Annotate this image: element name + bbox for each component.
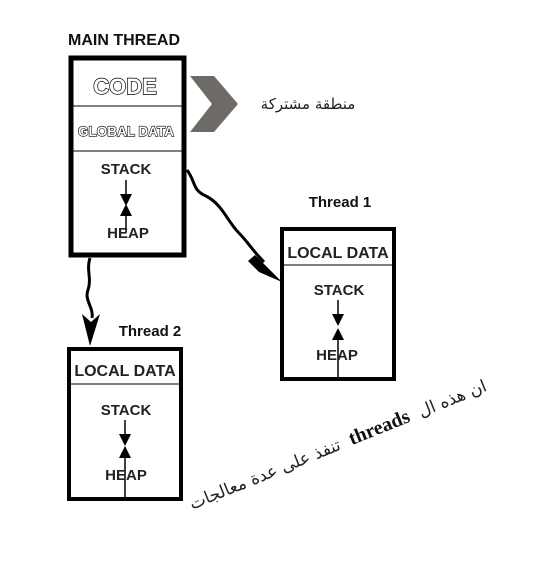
chevron-right-icon	[190, 76, 238, 132]
main-stack-label: STACK	[101, 161, 152, 178]
connector-main-to-thread1	[185, 169, 266, 264]
thread2-local-data-label: LOCAL DATA	[74, 363, 176, 380]
thread1-title: Thread 1	[309, 194, 372, 211]
connector-main-to-thread2	[85, 257, 94, 319]
thread1-box	[280, 227, 396, 381]
note-prefix: ان هذه ال	[416, 376, 490, 421]
thread1-heap-label: HEAP	[316, 347, 358, 364]
global-data-section-label: GLOBAL DATA	[78, 123, 174, 139]
note-text: تنفذ على عدة معالجات threads ان هذه ال	[186, 375, 490, 515]
thread2-heap-label: HEAP	[105, 467, 147, 484]
main-thread-box	[68, 55, 187, 258]
thread1-stack-label: STACK	[314, 282, 365, 299]
thread2-stack-label: STACK	[101, 402, 152, 419]
thread2-box	[67, 347, 183, 501]
arrowhead-thread1	[248, 255, 282, 282]
shared-region-label: منطقة مشتركة	[261, 95, 356, 113]
arrowhead-thread2	[82, 314, 100, 346]
svg-text:تنفذ على عدة معالجات thr: تنفذ على عدة معالجات threads ان هذه ال	[186, 375, 490, 515]
note-keyword: threads	[345, 405, 413, 449]
code-section-label: CODE	[93, 74, 157, 99]
note-suffix: تنفذ على عدة معالجات	[187, 435, 344, 514]
main-heap-label: HEAP	[107, 225, 149, 242]
main-thread-title: MAIN THREAD	[68, 32, 180, 49]
thread1-local-data-label: LOCAL DATA	[287, 245, 389, 262]
thread2-title: Thread 2	[119, 323, 182, 340]
